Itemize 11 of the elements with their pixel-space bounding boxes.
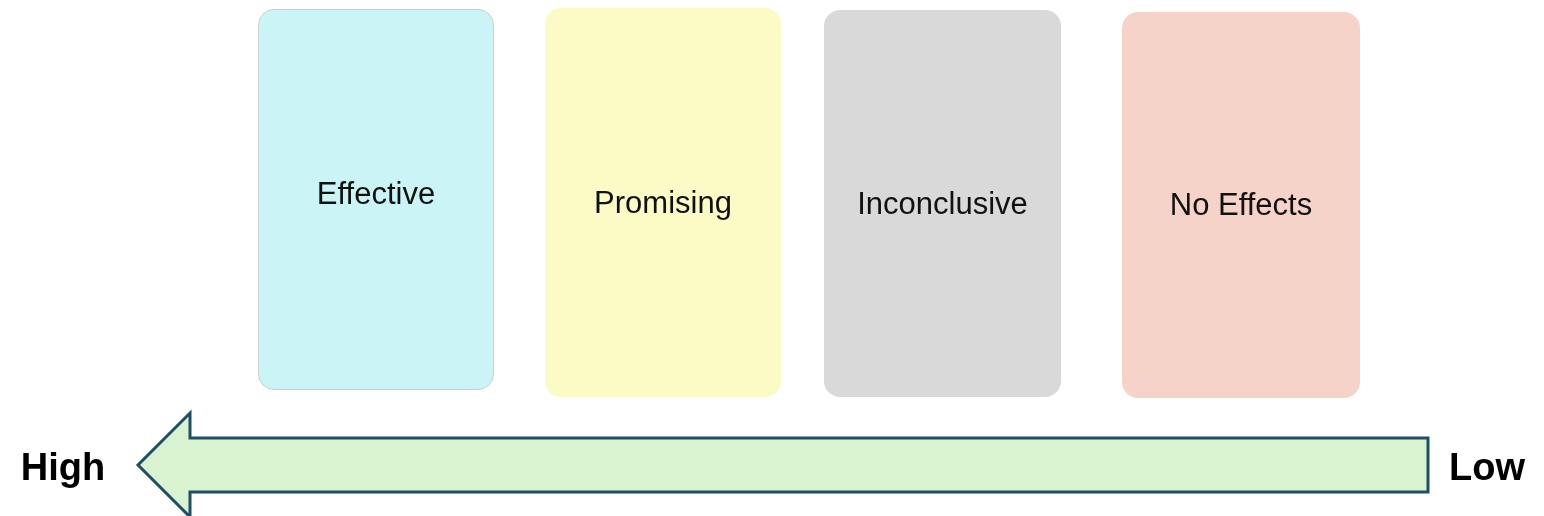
category-card xyxy=(824,10,1061,397)
category-label: Effective xyxy=(316,175,436,212)
category-card xyxy=(1122,12,1360,398)
category-label: No Effects xyxy=(1169,187,1313,223)
category-label: Promising xyxy=(594,184,732,221)
scale-label: Low xyxy=(1449,445,1525,489)
category-card xyxy=(545,8,781,397)
scale-label: High xyxy=(20,445,106,489)
category-label: Inconclusive xyxy=(857,185,1028,222)
category-card xyxy=(258,9,494,390)
block-arrow xyxy=(135,409,1430,516)
